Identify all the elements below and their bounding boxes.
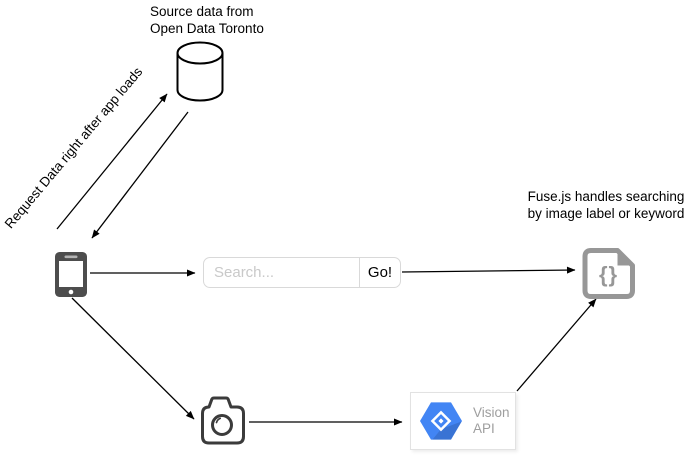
search-input[interactable] bbox=[204, 258, 359, 287]
database-icon bbox=[176, 41, 224, 102]
vision-api-box: Vision API bbox=[410, 392, 516, 450]
source-note-line1: Source data from bbox=[150, 4, 254, 19]
arrow-phone-to-camera bbox=[71, 297, 195, 420]
logo-eye-dot bbox=[438, 418, 444, 424]
arrow-request-to-database bbox=[56, 93, 168, 230]
fuse-note-line1: Fuse.js handles searching bbox=[527, 189, 685, 204]
fuse-note: Fuse.js handles searching by image label… bbox=[520, 188, 692, 222]
smartphone-icon bbox=[55, 252, 87, 297]
vision-api-label: Vision API bbox=[473, 405, 510, 437]
json-file-icon: {} bbox=[582, 248, 635, 299]
vision-label-line2: API bbox=[473, 421, 495, 436]
source-note-line2: Open Data Toronto bbox=[150, 21, 264, 36]
search-box: Go! bbox=[203, 257, 401, 288]
arrow-search-to-json bbox=[401, 266, 576, 274]
vision-api-logo-icon bbox=[420, 402, 462, 440]
braces-glyph: {} bbox=[599, 262, 618, 287]
phone-home-button bbox=[68, 289, 74, 295]
vision-label-line1: Vision bbox=[473, 405, 510, 420]
logo-shadow bbox=[432, 421, 462, 440]
go-button[interactable]: Go! bbox=[359, 258, 400, 287]
arrow-database-to-phone bbox=[91, 111, 189, 239]
file-fold-corner bbox=[617, 250, 633, 266]
fuse-note-line2: by image label or keyword bbox=[527, 206, 685, 221]
arrow-vision-to-json bbox=[516, 298, 597, 392]
source-data-note: Source data from Open Data Toronto bbox=[150, 3, 264, 37]
phone-speaker bbox=[64, 255, 78, 259]
camera-icon bbox=[201, 396, 245, 445]
